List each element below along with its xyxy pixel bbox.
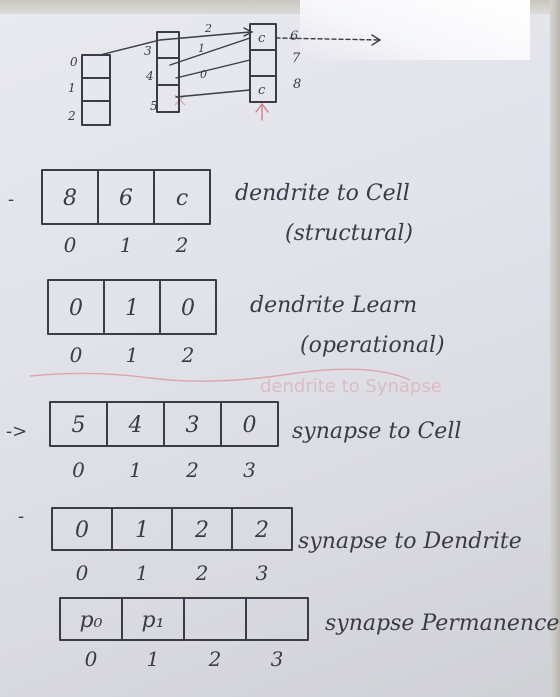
synapse-to-dendrite-index-0: 0 [76,561,89,585]
synapse-to-cell-cell-0: 5 [72,413,86,438]
array-list: 8 6 c 0 1 2 - dendrite to Cell (structural) 0 1 0 0 1… [6,169,559,671]
synapse-to-cell-cell-3: 0 [243,413,257,438]
dendrite-to-cell-index-2: 2 [175,233,189,257]
right-index-8: 8 [293,77,301,92]
synapse-to-dendrite-cell-3: 2 [254,518,269,543]
dendrite-learn-cell-2: 0 [181,296,195,321]
dendrite-learn-array: 0 1 0 0 1 2 dendrite Learn (operational) [47,279,445,367]
dendrite-to-cell-sublabel: (structural) [285,221,413,246]
synapse-to-dendrite-marker: - [18,506,24,527]
light-glare [300,0,530,60]
arrow-label-0: 0 [200,68,207,81]
board-right-edge [550,0,560,697]
synapse-permanence-index-1: 1 [147,647,160,671]
left-index-2: 2 [67,109,76,123]
arrow-label-2: 2 [204,22,212,35]
right-cell-column [249,23,277,103]
left-index-0: 0 [70,55,78,69]
synapse-to-cell-array: 5 4 3 0 0 1 2 3 -> synapse to Cell [6,401,461,482]
mid-index-5: 5 [150,99,158,113]
synapse-to-dendrite-array: 0 1 2 2 0 1 2 3 - synapse to Dendrite [18,506,522,585]
synapse-permanence-cell-1: p₁ [142,608,165,633]
synapse-to-cell-cell-2: 3 [186,413,200,438]
dendrite-learn-index-1: 1 [126,343,139,367]
dendrite-learn-cell-1: 1 [125,296,139,321]
arrow-label-1: 1 [198,42,205,55]
right-cell-c-bottom: c [258,83,266,98]
synapse-permanence-index-2: 2 [208,647,222,671]
synapse-to-cell-index-0: 0 [72,458,85,482]
dendrite-to-cell-marker: - [8,189,14,210]
left-cell-column [81,54,111,126]
dendrite-to-cell-array: 8 6 c 0 1 2 - dendrite to Cell (structural) [8,169,413,257]
dendrite-learn-box [47,279,217,335]
synapse-to-dendrite-cell-0: 0 [75,518,89,543]
synapse-to-cell-index-1: 1 [129,458,142,482]
synapse-to-dendrite-index-2: 2 [195,561,209,585]
dendrite-to-cell-cell-2: c [176,186,188,211]
dendrite-to-cell-cell-1: 6 [119,186,133,211]
synapse-to-dendrite-index-1: 1 [136,561,149,585]
synapse-to-dendrite-cell-2: 2 [194,518,209,543]
synapse-to-cell-index-2: 2 [185,458,199,482]
synapse-to-dendrite-label: synapse to Dendrite [298,529,522,554]
synapse-permanence-index-3: 3 [271,647,284,671]
synapse-permanence-index-0: 0 [85,647,98,671]
mid-index-3: 3 [144,44,152,58]
erased-scribble: dendrite to Synapse [29,94,442,397]
mid-index-4: 4 [145,69,154,83]
synapse-to-cell-label: synapse to Cell [292,419,461,444]
dendrite-to-cell-label: dendrite to Cell [235,181,410,206]
right-index-7: 7 [292,51,301,66]
dendrite-to-cell-index-0: 0 [64,233,77,257]
synapse-to-cell-marker: -> [6,421,27,442]
arrow-line-top [99,31,251,56]
middle-cell-column [156,31,180,113]
ghost-text: dendrite to Synapse [260,376,442,397]
synapse-permanence-array: p₀ p₁ 0 1 2 3 synapse Permanence [59,597,559,671]
synapse-to-dendrite-cell-1: 1 [135,518,149,543]
dendrite-learn-cell-0: 0 [69,296,83,321]
dendrite-to-cell-cell-0: 8 [63,186,77,211]
right-index-6: 6 [290,29,298,44]
left-index-1: 1 [68,81,76,95]
synapse-to-dendrite-index-3: 3 [256,561,269,585]
dendrite-to-cell-index-1: 1 [120,233,133,257]
dendrite-to-cell-box [41,169,211,225]
right-cell-c-top: c [258,31,266,46]
dendrite-learn-index-0: 0 [70,343,83,367]
dendrite-learn-label: dendrite Learn [250,293,417,318]
dendrite-learn-sublabel: (operational) [300,333,445,358]
synapse-to-cell-index-3: 3 [243,458,256,482]
synapse-permanence-cell-0: p₀ [80,608,103,633]
dendrite-learn-index-2: 2 [181,343,195,367]
synapse-to-cell-cell-1: 4 [128,413,143,438]
cell-diagram: 0 1 2 3 4 5 c c 6 7 8 [67,22,382,126]
synapse-permanence-label: synapse Permanence [325,611,559,636]
